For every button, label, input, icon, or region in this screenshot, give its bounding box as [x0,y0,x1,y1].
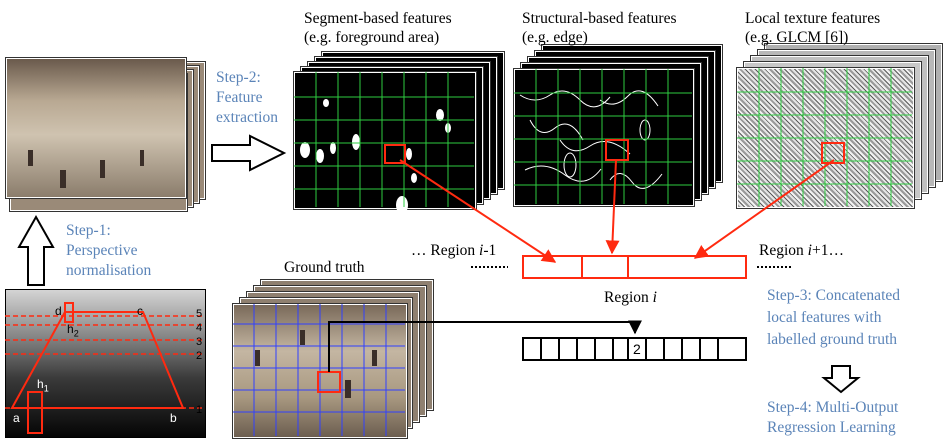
point-a: a [13,411,20,425]
texture-region-box [821,142,845,164]
crowd-image [6,58,186,198]
point-c: c [137,304,143,318]
level-1: 1 [196,404,203,416]
region-highlights [317,139,845,393]
step1-line1: Step-1: [66,222,111,239]
step3-line2: local features with [767,309,882,326]
level-2: 2 [196,350,203,362]
structural-grid [514,69,692,204]
region-current-label: Region i [604,289,657,306]
segment-arrow [399,159,557,263]
structural-title: Structural-based features [522,10,677,27]
ground-truth-label: Ground truth [284,259,365,276]
step1-arrow [17,214,55,286]
step2-line1: Step-2: [216,69,261,86]
step2-line3: extraction [216,109,278,126]
perspective-map [5,289,206,438]
height-h1: h1 [37,377,49,394]
structural-arrow [605,159,620,255]
segment-subtitle: (e.g. foreground area) [304,29,440,46]
foreground-blobs [300,99,451,214]
level-5: 5 [196,308,203,320]
point-b: b [170,411,177,425]
step4-line1: Step-4: Multi-Output [767,399,899,416]
feature-vector [522,255,747,279]
step2-line2: Feature [216,89,263,106]
ground-truth-region-box [317,371,341,393]
crowd-image-stack [6,58,206,211]
texture-grid [737,68,912,206]
label-vector-value: 2 [633,341,641,357]
structural-subtitle: (e.g. edge) [522,29,588,46]
step1-line3: normalisation [66,262,152,279]
step2-arrow [211,134,287,172]
point-d: d [55,304,62,318]
step3-line1: Step-3: Concatenated [767,287,900,304]
segment-grid [294,72,474,207]
texture-title: Local texture features [745,10,881,27]
level-4: 4 [196,322,203,334]
texture-subtitle: (e.g. GLCM [6]) [745,29,849,46]
step4-arrow [821,365,861,394]
step4-line2: Regression Learning [767,419,896,436]
structural-region-box [605,139,629,161]
structural-feature-stack [514,45,724,215]
crowd-figures [28,150,377,398]
ground-truth-grid [233,304,405,436]
ground-truth-connector [328,320,642,372]
segment-title: Segment-based features [304,10,452,27]
label-vector [522,337,747,361]
step3-line3: labelled ground truth [767,331,897,348]
hollow-arrows [17,134,861,394]
region-prev-label: … Region i-1 [411,242,497,259]
step1-line2: Perspective [66,242,138,259]
level-3: 3 [196,336,203,348]
segment-region-box [384,144,406,164]
perspective-overlay [5,302,204,434]
height-h2: h2 [67,322,79,339]
edge-lines [519,90,663,189]
texture-arrow [693,159,835,259]
region-next-label: Region i+1… [759,242,844,259]
